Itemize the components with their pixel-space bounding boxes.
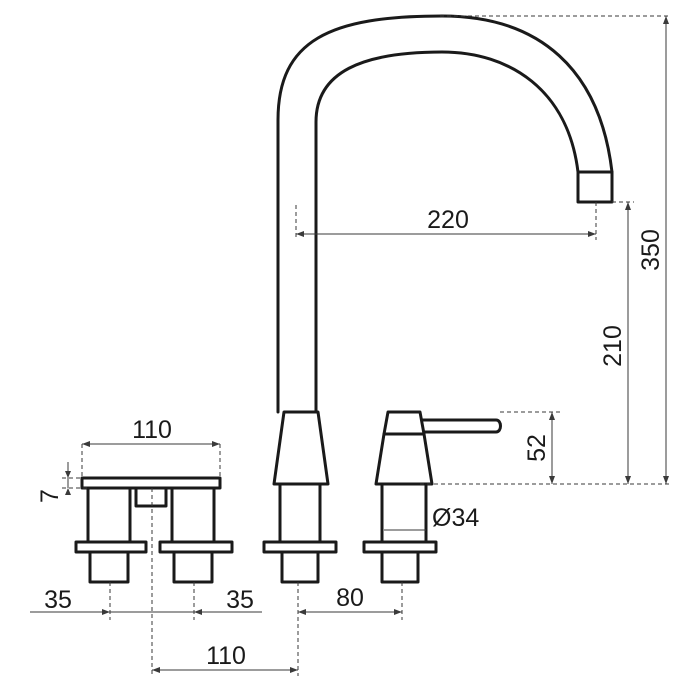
lever-shank [380, 550, 420, 584]
arrow-7-top [65, 471, 71, 478]
right-valve-body [170, 486, 216, 544]
dimension-arrows [65, 16, 669, 673]
arrow-210-bottom [625, 476, 631, 484]
label-outlet-height: 210 [599, 325, 627, 367]
arrow-110-bottom-right [290, 667, 298, 673]
arrow-80-left [298, 609, 306, 615]
label-spout-height: 350 [637, 229, 665, 271]
lever-lower-sleeve [380, 482, 428, 544]
arrow-350-bottom [663, 476, 669, 484]
arrow-350-top [663, 16, 669, 24]
left-valve-body [86, 486, 132, 544]
spout-body-cone [272, 410, 330, 486]
lever-cap [382, 410, 426, 436]
arrow-220-right [588, 231, 596, 237]
arrow-35-left [102, 609, 110, 615]
arrow-110-bottom-left [152, 667, 160, 673]
spout [262, 14, 614, 584]
label-lever-height: 52 [523, 434, 551, 462]
spout-outlet-nozzle [576, 170, 614, 204]
arrow-80-right [394, 609, 402, 615]
label-spout-to-lever: 80 [336, 584, 364, 612]
right-valve-shank [172, 550, 214, 584]
label-valves-width: 110 [132, 416, 172, 444]
label-valves-to-spout: 110 [206, 642, 246, 670]
spout-inner-contour [314, 50, 580, 414]
arrow-220-left [296, 231, 304, 237]
arrow-110-top-right [212, 441, 220, 447]
label-body-diameter: Ø34 [432, 504, 479, 532]
label-right-offset: 35 [226, 586, 254, 614]
lever-handle [406, 418, 502, 434]
arrow-35-right [194, 609, 202, 615]
dimension-labels: 350 210 220 52 Ø34 110 7 35 35 80 110 [36, 206, 665, 670]
arrow-110-top-left [82, 441, 90, 447]
left-valve-shank [88, 550, 130, 584]
spout-shank [280, 550, 320, 584]
lever-body-cone [374, 432, 434, 486]
spout-lower-sleeve [278, 482, 322, 544]
label-spout-reach: 220 [427, 206, 469, 234]
arrow-7-bottom [65, 488, 71, 495]
arrow-52-top [549, 412, 555, 420]
label-base-height: 7 [36, 489, 64, 503]
label-left-offset: 35 [44, 586, 72, 614]
arrow-210-top [625, 202, 631, 210]
lever-mixer [362, 410, 502, 584]
dimension-lines [30, 15, 670, 676]
valve-pair [74, 476, 234, 584]
arrow-52-bottom [549, 476, 555, 484]
valve-center-block [134, 486, 168, 508]
